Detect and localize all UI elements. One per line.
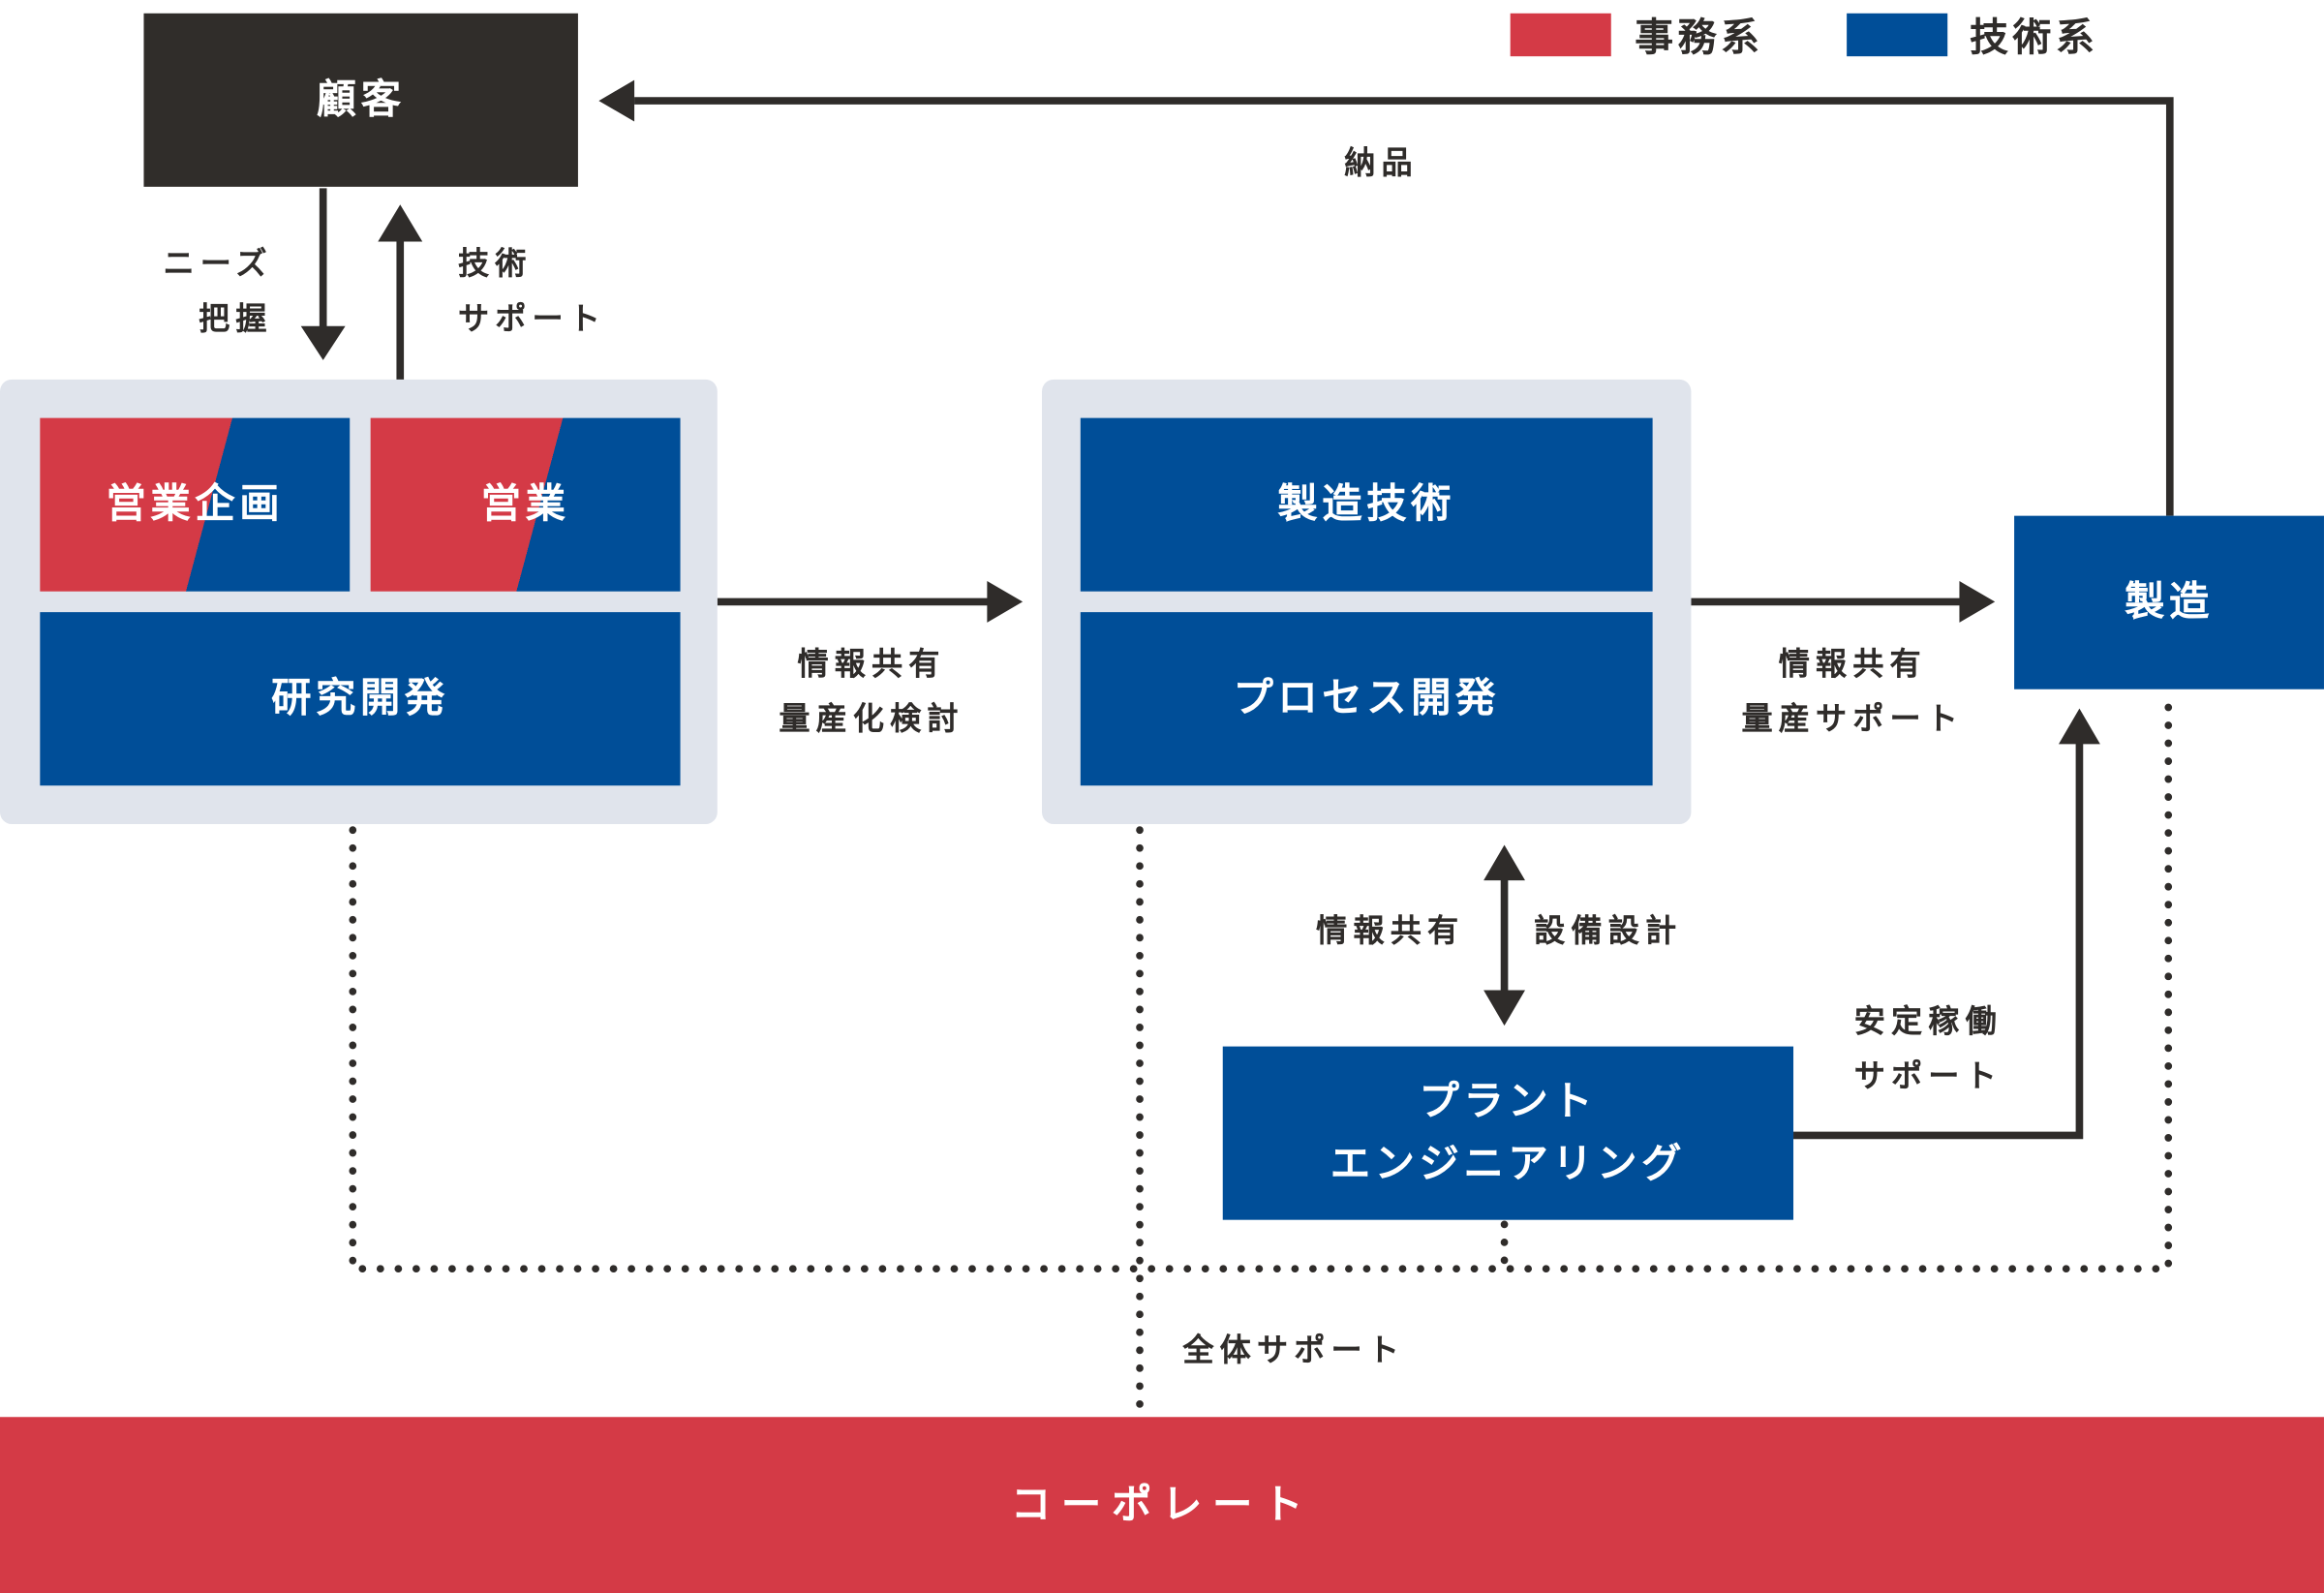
legend-swatch-technical <box>1847 13 1948 57</box>
label-tech-support-line1: 技術 <box>457 246 533 282</box>
label-needs-line2: 把握 <box>199 300 273 337</box>
node-plant-engineering-label-line1: プラント <box>1419 1078 1598 1124</box>
label-stable-operation-line2: サポート <box>1853 1057 2003 1094</box>
arrow-stable-operation <box>1793 708 2100 1140</box>
arrow-delivery <box>598 79 2174 516</box>
node-corporate-label: コーポレート <box>1010 1482 1314 1528</box>
node-sales-planning-label: 営業企画 <box>106 481 285 528</box>
label-tech-support: 技術 サポート <box>458 237 606 347</box>
node-process-development-label: プロセス開発 <box>1233 675 1500 722</box>
node-plant-engineering: プラント エンジニアリング <box>1222 1046 1794 1220</box>
node-plant-engineering-label-line2: エンジニアリング <box>1330 1140 1687 1187</box>
node-manufacturing: 製造 <box>2014 515 2324 689</box>
node-process-development: プロセス開発 <box>1080 612 1653 786</box>
arrow-tech-support <box>378 204 423 383</box>
node-rnd-label: 研究開発 <box>271 675 449 722</box>
node-sales-planning: 営業企画 <box>40 417 351 592</box>
arrow-bidirectional-plant <box>1483 844 1525 1026</box>
node-customer: 顧客 <box>143 13 578 187</box>
legend-label-technical: 技術系 <box>1970 15 2099 61</box>
label-production-to-manufacturing-line2: 量産サポート <box>1741 700 1965 737</box>
label-info-share: 情報共有 <box>1316 912 1465 949</box>
node-production-engineering: 製造技術 <box>1080 417 1653 592</box>
label-stable-operation: 安定稼働 サポート <box>1854 995 2003 1104</box>
label-tech-support-line2: サポート <box>457 300 607 337</box>
node-sales: 営業 <box>370 417 681 592</box>
arrow-needs <box>300 188 346 360</box>
node-corporate: コーポレート <box>0 1417 2324 1593</box>
label-delivery: 納品 <box>1344 144 1419 181</box>
arrow-production-to-manufacturing <box>1691 580 1996 623</box>
dotted-line-rnd <box>349 689 2173 1273</box>
dotted-support-lines <box>349 689 2173 1412</box>
label-production-to-manufacturing-line1: 情報共有 <box>1778 646 1927 683</box>
label-production-to-manufacturing: 情報共有 量産サポート <box>1723 637 1983 747</box>
label-rnd-to-production-line1: 情報共有 <box>797 646 946 683</box>
label-stable-operation-line1: 安定稼働 <box>1853 1003 2003 1039</box>
node-customer-label: 顧客 <box>316 77 406 123</box>
label-needs-line1: ニーズ <box>163 246 273 282</box>
label-needs: ニーズ 把握 <box>151 237 273 347</box>
node-manufacturing-label: 製造 <box>2125 579 2214 626</box>
legend-swatch-office <box>1510 13 1611 57</box>
node-sales-label: 営業 <box>480 481 570 528</box>
legend-label-office: 事務系 <box>1635 15 1764 61</box>
label-rnd-to-production-line2: 量産化検討 <box>779 700 964 737</box>
label-equipment-design: 設備設計 <box>1534 912 1683 949</box>
arrow-rnd-to-production <box>717 580 1024 623</box>
node-rnd: 研究開発 <box>40 612 681 786</box>
label-rnd-to-production: 情報共有 量産化検討 <box>751 637 992 747</box>
node-production-engineering-label: 製造技術 <box>1277 481 1456 528</box>
label-overall-support: 全体サポート <box>1182 1333 1406 1368</box>
